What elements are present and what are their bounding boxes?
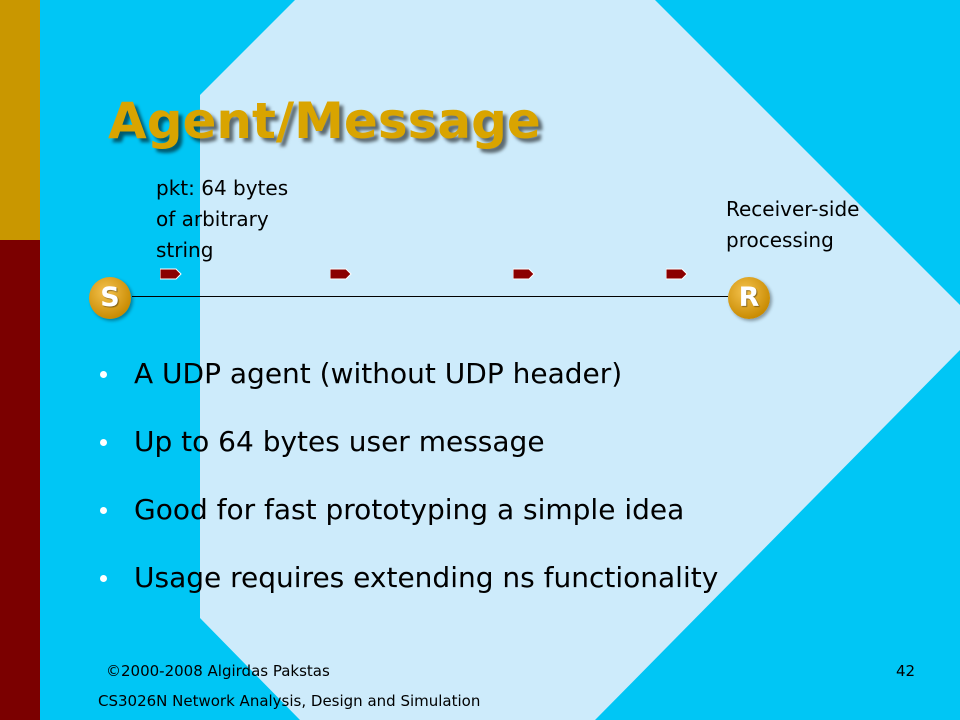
packet-annotation-line: of arbitrary [156, 207, 269, 231]
bullet-list: A UDP agent (without UDP header) Up to 6… [100, 352, 718, 624]
network-link [132, 296, 728, 297]
receiver-annotation: Receiver-side processing [726, 194, 926, 256]
packet-annotation-line: pkt: 64 bytes [156, 176, 289, 200]
bullet-dot-icon [100, 575, 107, 582]
footer-page-number: 42 [896, 662, 916, 680]
sender-node: S [89, 277, 131, 319]
bullet-text: A UDP agent (without UDP header) [134, 357, 623, 390]
bullet-item: Good for fast prototyping a simple idea [100, 488, 718, 556]
bullet-dot-icon [100, 507, 107, 514]
packet-annotation: pkt: 64 bytes of arbitrary string [156, 173, 356, 266]
packet-icon [513, 268, 535, 280]
bullet-text: Usage requires extending ns functionalit… [134, 561, 719, 594]
footer-copyright: ©2000-2008 Algirdas Pakstas [106, 662, 330, 680]
receiver-node: R [728, 277, 770, 319]
bullet-item: A UDP agent (without UDP header) [100, 352, 718, 420]
bullet-dot-icon [100, 371, 107, 378]
receiver-annotation-line: processing [726, 228, 834, 252]
bullet-dot-icon [100, 439, 107, 446]
receiver-annotation-line: Receiver-side [726, 197, 860, 221]
packet-icon [666, 268, 688, 280]
packet-icon [160, 268, 182, 280]
left-accent-bar-gold [0, 0, 40, 240]
bullet-text: Good for fast prototyping a simple idea [134, 493, 685, 526]
left-accent-bar-maroon [0, 240, 40, 720]
bullet-item: Usage requires extending ns functionalit… [100, 556, 718, 624]
slide-title: Agent/Message [108, 92, 541, 150]
footer-course-name: CS3026N Network Analysis, Design and Sim… [98, 692, 481, 710]
bullet-item: Up to 64 bytes user message [100, 420, 718, 488]
bullet-text: Up to 64 bytes user message [134, 425, 545, 458]
packet-annotation-line: string [156, 238, 214, 262]
packet-icon [330, 268, 352, 280]
